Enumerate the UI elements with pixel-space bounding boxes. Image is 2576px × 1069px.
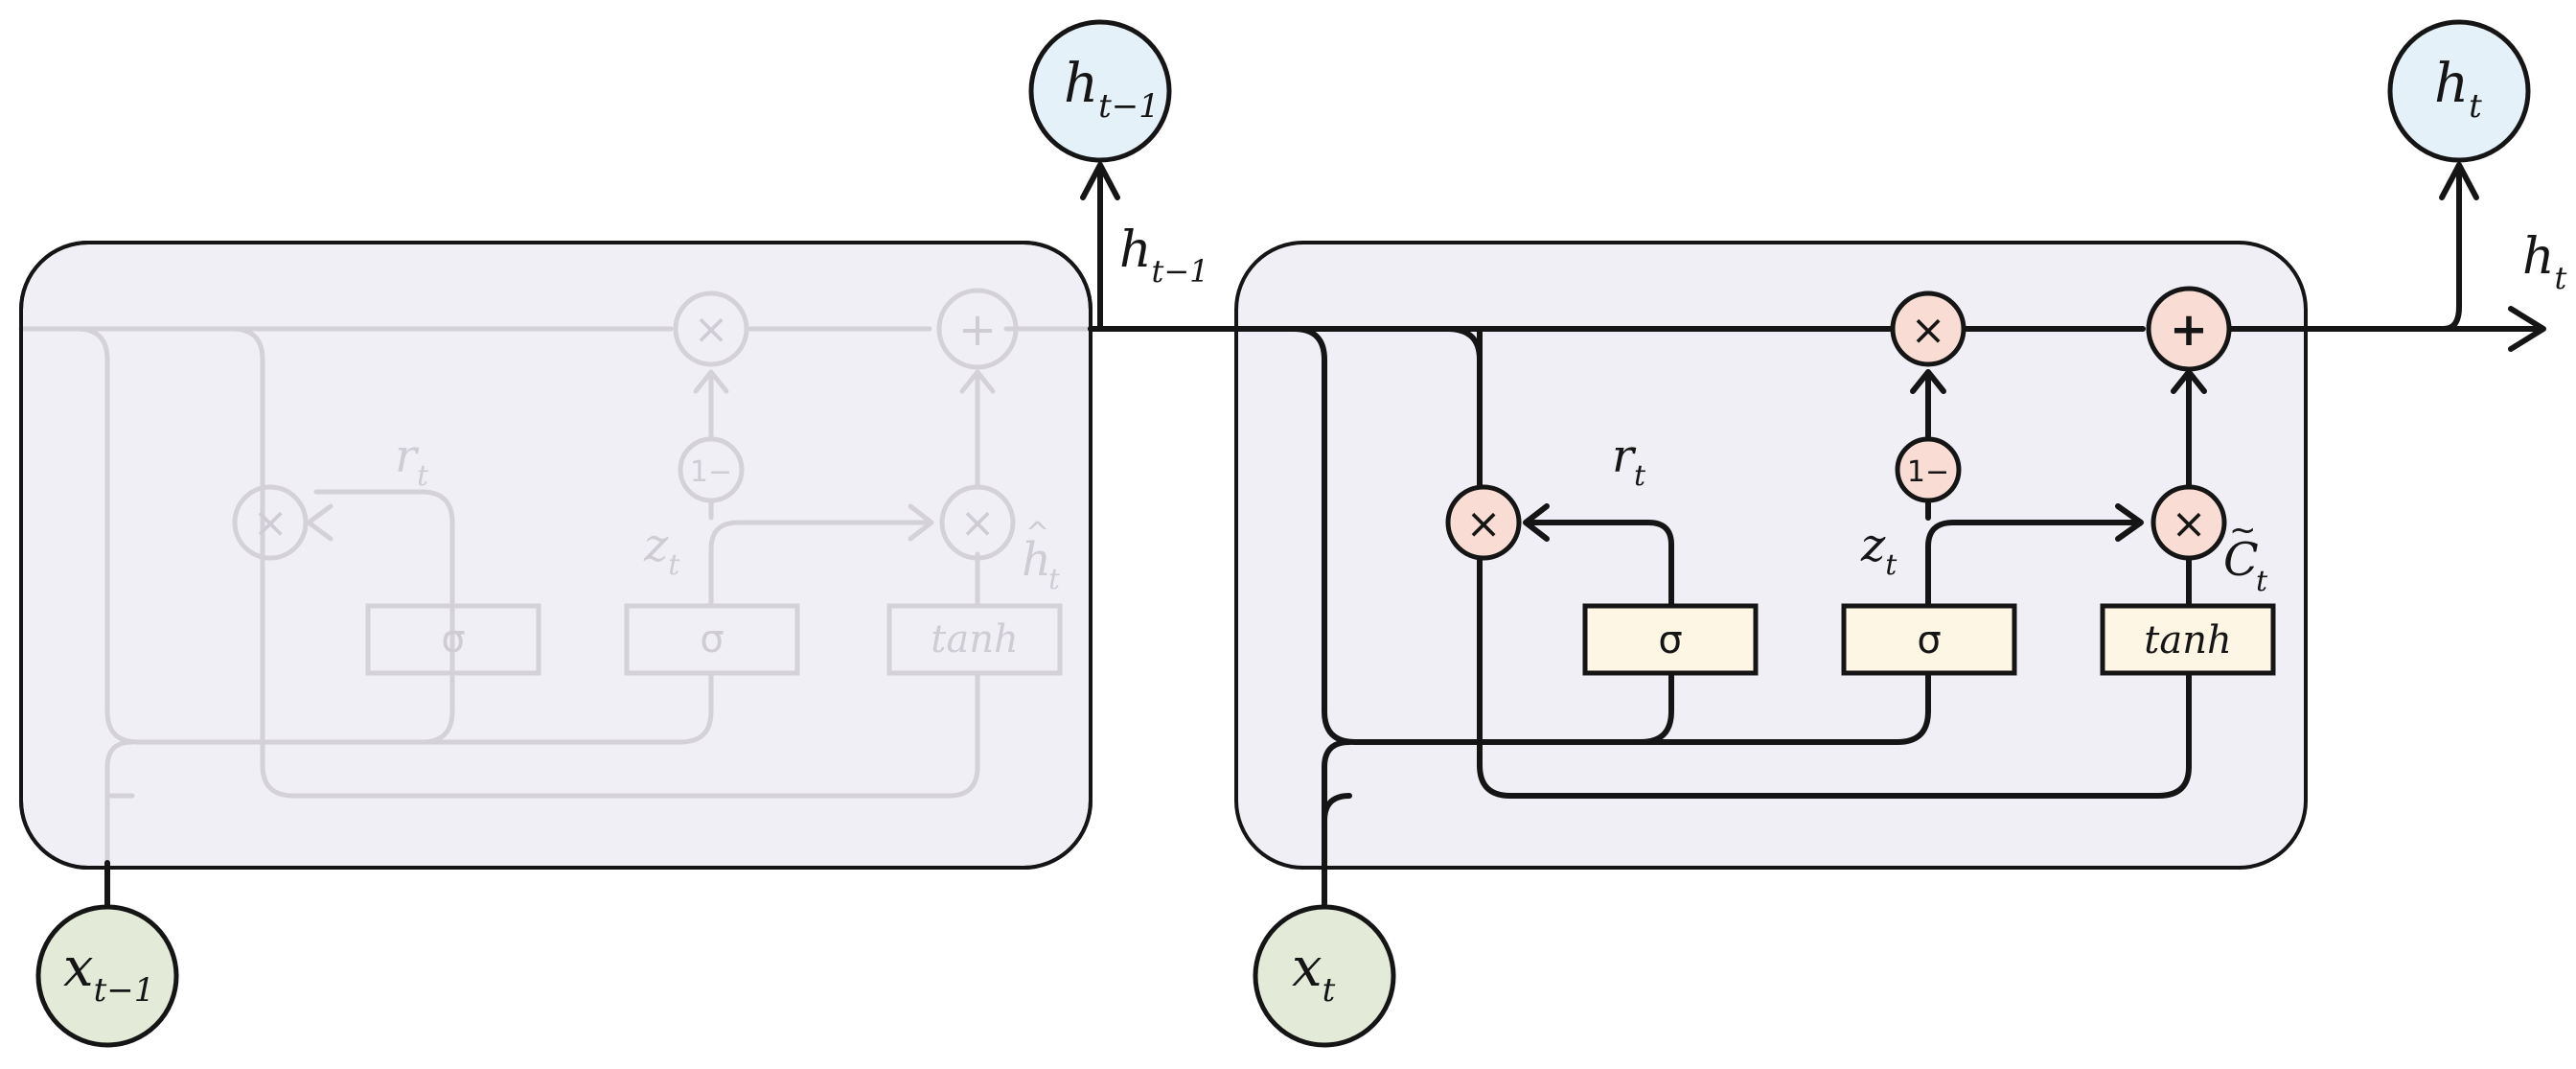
update-gate-symbol: zt — [1860, 519, 1898, 582]
svg-text:1−: 1− — [690, 455, 732, 489]
candidate-gate-box: tanh — [2100, 603, 2276, 676]
edge-label-h-prev: ht−1 — [1119, 221, 1209, 290]
node-x-prev: xt−1 — [35, 904, 179, 1048]
update-gate-label: σ — [1917, 618, 1941, 662]
edge-label-h-curr: ht — [2522, 228, 2567, 296]
reset-multiply-op: × — [1445, 484, 1522, 561]
current-cell — [1234, 241, 2308, 870]
update-multiply-op: × — [1890, 290, 1966, 367]
previous-reset-gate-box: σ — [365, 603, 541, 676]
previous-cell-wires — [18, 326, 1093, 866]
svg-text:1−: 1− — [1907, 455, 1949, 489]
svg-text:t: t — [1048, 563, 1061, 596]
svg-text:+: + — [2170, 303, 2208, 357]
svg-text:ht: ht — [2434, 53, 2482, 126]
previous-update-gate-box: σ — [624, 603, 800, 676]
candidate-gate-label: tanh — [2144, 618, 2231, 662]
previous-candidate-gate-label: tanh — [931, 617, 1018, 662]
current-cell-wires — [104, 170, 2542, 909]
previous-cell-box — [19, 241, 1092, 870]
svg-text:h: h — [1022, 533, 1051, 587]
svg-text:~: ~ — [2229, 511, 2257, 549]
previous-add-op: + — [936, 288, 1019, 370]
current-arrowheads — [1080, 162, 2546, 542]
svg-text:×: × — [960, 499, 996, 547]
previous-update-gate-label: σ — [700, 617, 724, 662]
node-h-curr: ht — [2387, 19, 2531, 163]
svg-text:ht−1: ht−1 — [1064, 53, 1160, 126]
previous-reset-gate-symbol: rt — [395, 430, 429, 493]
reset-gate-box: σ — [1582, 603, 1759, 676]
previous-reset-multiply-op: × — [232, 484, 309, 561]
previous-reset-gate-label: σ — [441, 617, 465, 662]
svg-text:×: × — [2172, 500, 2207, 548]
svg-text:xt: xt — [1292, 937, 1336, 1010]
reset-gate-label: σ — [1658, 618, 1682, 662]
svg-text:C: C — [2223, 533, 2259, 587]
svg-text:t: t — [2256, 565, 2268, 598]
svg-text:+: + — [958, 303, 997, 357]
svg-text:×: × — [253, 499, 288, 547]
node-h-prev: ht−1 — [1028, 19, 1172, 163]
previous-cell: σ σ tanh × × 1− × + — [18, 241, 1093, 870]
svg-text:×: × — [1466, 500, 1502, 548]
previous-candidate-multiply-op: × — [939, 484, 1016, 561]
candidate-multiply-op: × — [2150, 484, 2227, 561]
previous-arrowheads — [306, 369, 996, 542]
previous-candidate-gate-box: tanh — [886, 603, 1063, 676]
previous-update-multiply-op: × — [673, 290, 749, 367]
svg-text:×: × — [1911, 306, 1946, 355]
node-x-curr: xt — [1253, 904, 1396, 1048]
previous-update-gate-symbol: zt — [643, 519, 680, 582]
update-gate-box: σ — [1841, 603, 2017, 676]
svg-text:xt−1: xt−1 — [63, 937, 154, 1010]
svg-text:^: ^ — [1025, 517, 1049, 550]
add-op: + — [2146, 286, 2232, 372]
reset-gate-symbol: rt — [1612, 430, 1646, 493]
previous-one-minus-op: 1− — [678, 436, 745, 503]
current-cell-box — [1234, 241, 2308, 870]
one-minus-op: 1− — [1895, 436, 1962, 503]
svg-text:×: × — [694, 305, 729, 354]
previous-candidate-symbol: h ^ t — [1022, 517, 1061, 596]
candidate-symbol: C ~ t — [2223, 511, 2268, 598]
